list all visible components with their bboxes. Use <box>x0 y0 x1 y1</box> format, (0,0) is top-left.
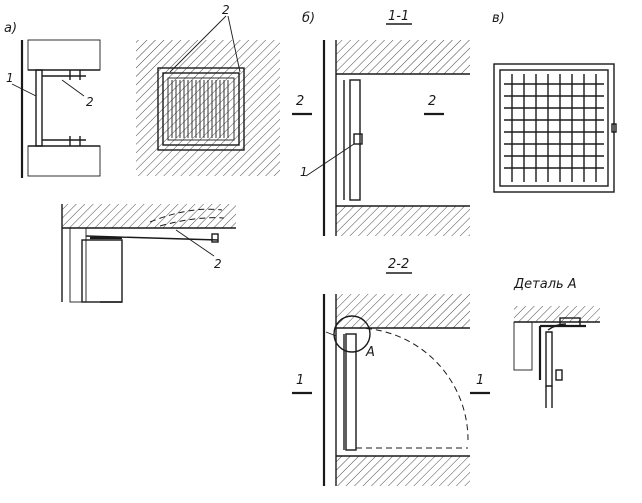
detail-a-title: Деталь А <box>513 277 577 292</box>
section-1-1-drawing <box>305 40 470 236</box>
view-a-front-callout-2: 2 <box>222 3 230 17</box>
detail-a-circle <box>333 315 371 353</box>
section-1-1-callout-1: 1 <box>300 165 308 179</box>
view-a-lower-callout-2: 2 <box>214 257 222 271</box>
view-a-group: а) 1 2 <box>4 3 280 303</box>
view-v-group: в) <box>492 11 617 193</box>
view-a-label: а) <box>4 21 17 36</box>
view-a-section <box>11 39 101 178</box>
detail-a-drawing <box>513 306 600 408</box>
view-v-label: в) <box>492 11 505 26</box>
view-b-group: б) 1-1 1 2 2 <box>292 9 470 236</box>
cut-2-right: 2 <box>428 94 436 109</box>
cut-2-left: 2 <box>296 94 304 109</box>
grille-front-view <box>493 63 617 193</box>
section-2-2-group: 2-2 A 1 1 <box>292 257 490 486</box>
view-b-label: б) <box>302 11 315 26</box>
section-2-2-title: 2-2 <box>388 257 409 272</box>
detail-a-group: Деталь А <box>513 277 600 408</box>
cut-1-right: 1 <box>476 373 484 388</box>
section-1-1-title: 1-1 <box>388 9 409 24</box>
view-a-front <box>136 15 280 176</box>
view-a-callout-1: 1 <box>6 71 14 85</box>
view-a-callout-2: 2 <box>86 95 94 109</box>
detail-a-mark: A <box>365 345 375 360</box>
view-a-lower-section <box>61 204 236 303</box>
cut-1-left: 1 <box>296 373 304 388</box>
section-2-2-drawing <box>322 294 470 486</box>
